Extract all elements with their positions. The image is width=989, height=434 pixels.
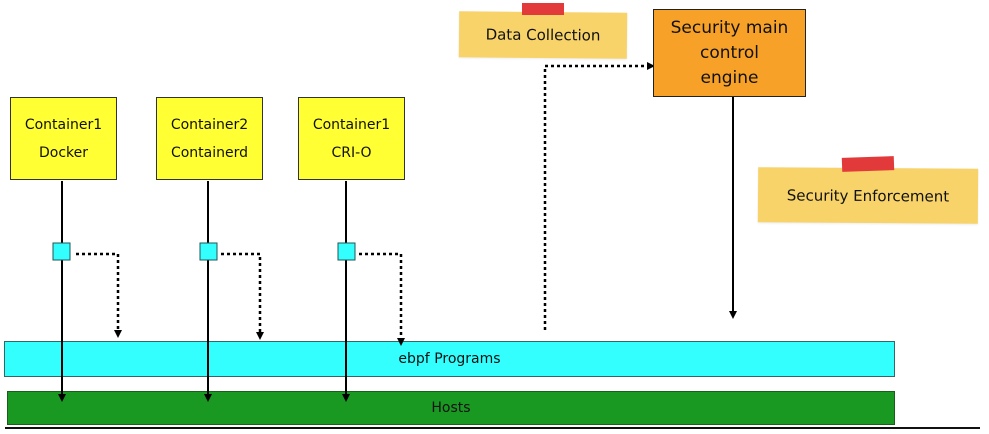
hosts-layer: Hosts xyxy=(7,391,895,425)
security-enforcement-label: Security Enforcement xyxy=(786,185,950,206)
container-runtime: CRI-O xyxy=(331,144,372,161)
hook1-to-ebpf-arrow xyxy=(76,252,122,338)
data-collection-arrow xyxy=(543,62,655,330)
container-name: Container2 xyxy=(170,116,249,133)
hook2-to-ebpf-arrow xyxy=(221,252,264,340)
ebpf-programs-layer: ebpf Programs xyxy=(4,341,895,377)
tape-icon xyxy=(841,156,895,172)
hook-icon-2 xyxy=(199,242,218,261)
security-main-control-engine: Security main control engine xyxy=(653,9,806,97)
hook-icon-1 xyxy=(52,242,71,261)
container-name: Container1 xyxy=(24,116,103,133)
container-runtime: Containerd xyxy=(170,144,249,161)
container-docker: Container1 Docker xyxy=(10,97,117,180)
hook3-to-ebpf-arrow xyxy=(359,252,405,346)
hook-icon-3 xyxy=(337,242,356,261)
security-enforcement-note: Security Enforcement xyxy=(757,167,979,224)
data-collection-label: Data Collection xyxy=(485,25,601,45)
container-crio: Container1 CRI-O xyxy=(298,97,405,180)
container-containerd: Container2 Containerd xyxy=(156,97,263,180)
hosts-label: Hosts xyxy=(431,400,471,416)
engine-label-line1: Security main xyxy=(670,17,789,38)
container-name: Container1 xyxy=(312,116,391,133)
engine-label-line3: engine xyxy=(700,67,759,88)
container-runtime: Docker xyxy=(38,144,89,161)
tape-icon xyxy=(522,3,564,15)
ebpf-programs-label: ebpf Programs xyxy=(398,351,501,367)
engine-label-line2: control xyxy=(700,42,759,63)
data-collection-note: Data Collection xyxy=(458,11,628,59)
